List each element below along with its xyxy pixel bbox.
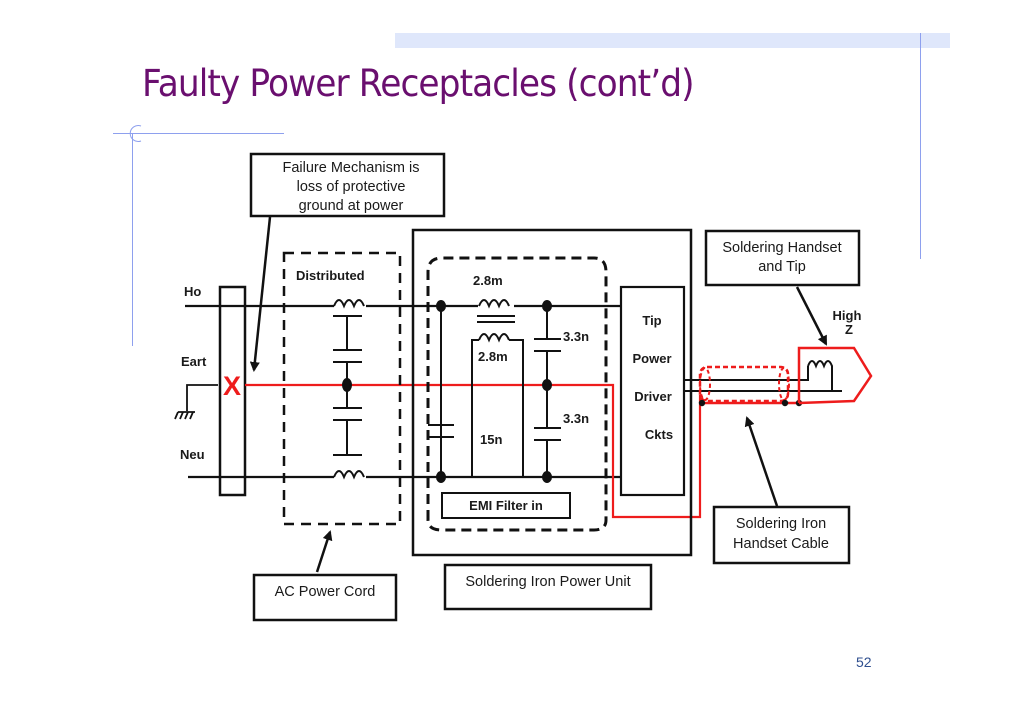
emi-filter-region: [426, 256, 608, 532]
cap-top-value: 3.3n: [563, 329, 589, 344]
earth-fault-path: [245, 383, 702, 519]
callout-failure-mechanism: Failure Mechanism is loss of protective …: [249, 152, 446, 218]
arrow-to-cord: [315, 530, 333, 573]
decorative-header-band: [395, 33, 950, 48]
section-label-distributed: Distributed: [296, 268, 365, 283]
slide-title: Faulty Power Receptacles (cont’d): [142, 62, 695, 105]
driver-block: [619, 285, 686, 497]
callout-ac-cord-text: AC Power Cord: [275, 584, 376, 600]
emi-filter-label-box: [441, 492, 571, 519]
callout-power-unit: Soldering Iron Power Unit: [443, 563, 653, 611]
cap-x-value: 15n: [480, 432, 502, 447]
arrow-to-tip: [795, 286, 828, 346]
cap-bottom-value: 3.3n: [563, 411, 589, 426]
callout-power-unit-text: Soldering Iron Power Unit: [465, 574, 630, 590]
driver-label-1: Tip: [642, 313, 661, 328]
page-number: 52: [856, 654, 872, 670]
receptacle-plug: [218, 285, 247, 497]
decorative-left-vline: [132, 134, 133, 346]
section-label-emi-filter: EMI Filter in: [469, 498, 543, 513]
callout-text-line-2: loss of protective: [297, 179, 406, 195]
decorative-right-vline: [920, 33, 921, 259]
decorative-hline: [113, 133, 284, 134]
inductor-top-value: 2.8m: [473, 273, 503, 288]
callout-soldering-handset: Soldering Handset and Tip: [704, 229, 861, 287]
inductor-bottom-value: 2.8m: [478, 349, 508, 364]
callout-handset-line-2: and Tip: [758, 259, 806, 275]
fault-marker: X: [223, 371, 241, 401]
wire-label-earth: Eart: [181, 354, 207, 369]
callout-ac-power-cord: AC Power Cord: [252, 573, 398, 622]
callout-handset-line-1: Soldering Handset: [722, 240, 841, 256]
callout-text-line-1: Failure Mechanism is: [283, 160, 420, 176]
soldering-tip: [797, 346, 873, 405]
power-unit-box: [411, 228, 693, 557]
driver-label-3: Driver: [634, 389, 672, 404]
driver-label-2: Power: [632, 351, 671, 366]
ground-icon: [174, 384, 218, 420]
driver-label-4: Ckts: [645, 427, 673, 442]
callout-handset-cable: Soldering Iron Handset Cable: [712, 505, 851, 565]
arrow-to-cable: [744, 416, 779, 507]
callout-cable-line-2: Handset Cable: [733, 536, 829, 552]
handset-cable: [684, 365, 842, 407]
high-z-label-2: Z: [845, 322, 853, 337]
distributed-components: [333, 296, 366, 480]
ac-power-cord-region: [282, 251, 402, 526]
callout-cable-line-1: Soldering Iron: [736, 516, 826, 532]
emi-filter-components: [428, 298, 561, 483]
arrow-to-fault: [249, 216, 272, 372]
wire-label-neutral: Neu: [180, 447, 205, 462]
wire-label-hot: Ho: [184, 284, 201, 299]
callout-text-line-3: ground at power: [299, 198, 404, 214]
high-z-label-1: High: [833, 308, 862, 323]
